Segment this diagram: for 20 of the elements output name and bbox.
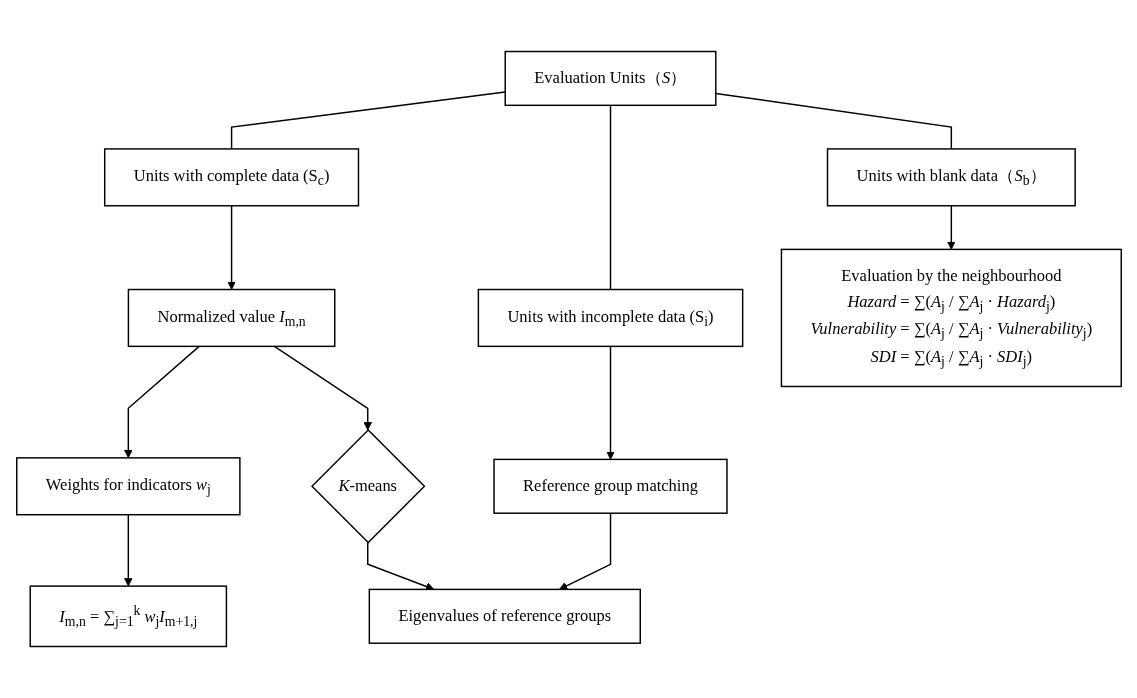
node-box: Eigenvalues of reference groups — [368, 588, 641, 644]
connector — [609, 104, 611, 291]
arrow — [123, 345, 200, 459]
arrow — [366, 541, 434, 591]
arrow — [226, 205, 236, 290]
node-box: Normalized value I$_{m,n}$ — [127, 288, 335, 348]
arrow — [273, 345, 372, 431]
node-box: Evaluation by the neighbourhood Hazard = ∑(A$_{j}$ / ∑A$_{j}$ · Hazard$_{j}$) Vulnerability = ∑(A$_{j}$ / ∑A$_{j}$ · Vulnerability$_{j}$) SDI = ∑(A$_{j}$ / ∑A$_{j}$ · SDI$_{j}$) — [780, 248, 1122, 388]
arrow — [946, 205, 956, 250]
node-box: Units with blank data（S$_{b}$） — [826, 148, 1076, 207]
arrow — [558, 512, 611, 590]
node-diamond: K-means — [310, 429, 425, 544]
arrow — [123, 514, 133, 587]
node-box: Units with incomplete data (S$_{i}$) — [477, 288, 743, 348]
arrow — [605, 345, 615, 460]
node-box: Reference group matching — [492, 458, 728, 514]
node-box: Units with complete data (S$_{c}$) — [103, 148, 359, 207]
node-box: Evaluation Units（S） — [504, 50, 717, 107]
node-box: I$_{m,n}$ = ∑$_{j=1}$$^{k}$ w$_{j}$I$_{m+1,j}$ — [29, 585, 227, 648]
node-box: Weights for indicators w$_{j}$ — [15, 457, 241, 516]
